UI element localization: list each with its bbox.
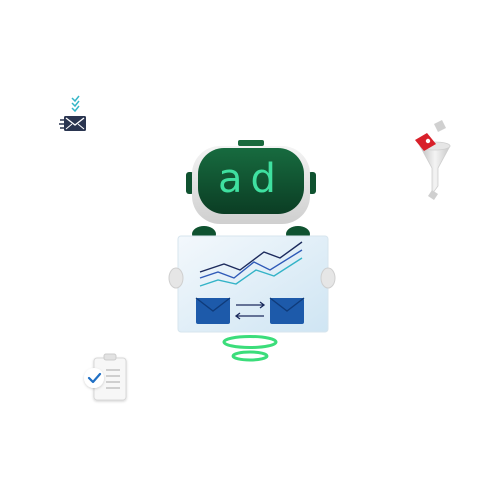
envelope-icon — [269, 297, 305, 324]
clipboard-check-icon — [80, 352, 130, 404]
hover-rings — [222, 335, 278, 362]
robot: ad — [166, 138, 336, 366]
mail-delivery-icon — [58, 95, 92, 135]
funnel-icon — [410, 118, 456, 202]
robot-face-text: ad — [218, 156, 284, 202]
arrows-icon — [234, 301, 266, 320]
envelope-icon — [195, 297, 231, 324]
analytics-board — [168, 235, 336, 333]
